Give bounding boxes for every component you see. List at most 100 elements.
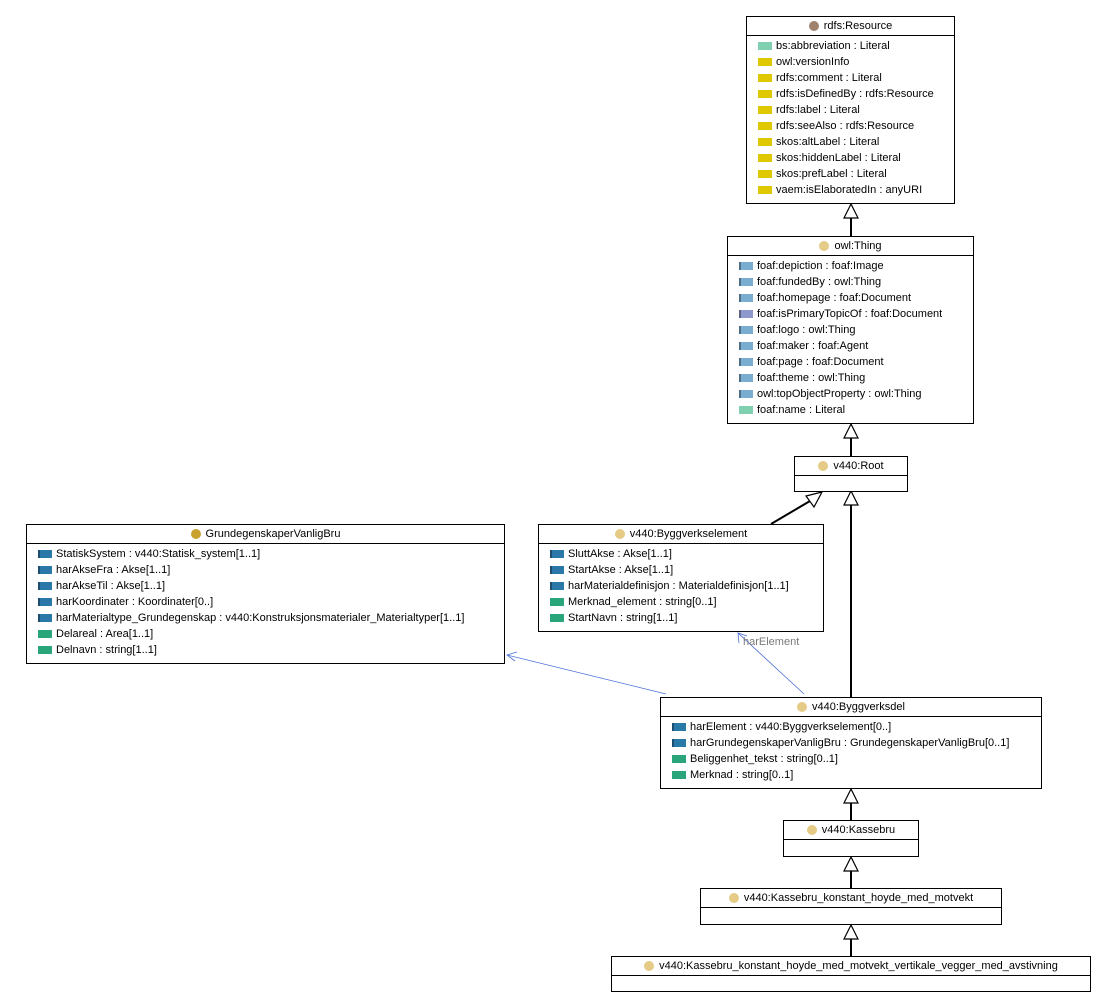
- generalization-arrowhead: [843, 923, 859, 940]
- attribute-text: bs:abbreviation : Literal: [776, 40, 890, 52]
- class-grundegenskaper-vanlig-bru[interactable]: GrundegenskaperVanligBru StatiskSystem :…: [26, 524, 505, 664]
- class-rdfs-resource[interactable]: rdfs:Resource bs:abbreviation : Literal …: [746, 16, 955, 204]
- attribute-row[interactable]: foaf:theme : owl:Thing: [739, 370, 973, 386]
- attribute-row[interactable]: harGrundegenskaperVanligBru : Grundegens…: [672, 735, 1041, 751]
- object-property-icon: [739, 342, 753, 350]
- annotation-property-icon: [758, 186, 772, 194]
- generalization-arrowhead: [843, 422, 859, 439]
- attribute-text: Delareal : Area[1..1]: [56, 628, 154, 640]
- attribute-text: skos:altLabel : Literal: [776, 136, 880, 148]
- class-title: v440:Byggverkselement: [629, 528, 748, 540]
- attribute-text: foaf:homepage : foaf:Document: [757, 292, 912, 304]
- class-dot-icon: [818, 461, 829, 471]
- attribute-row[interactable]: SluttAkse : Akse[1..1]: [550, 546, 823, 562]
- annotation-property-icon: [758, 74, 772, 82]
- class-owl-thing[interactable]: owl:Thing foaf:depiction : foaf:Image fo…: [727, 236, 974, 424]
- attribute-row[interactable]: harAkseFra : Akse[1..1]: [38, 562, 504, 578]
- attribute-row[interactable]: rdfs:comment : Literal: [758, 70, 954, 86]
- attribute-row[interactable]: foaf:homepage : foaf:Document: [739, 290, 973, 306]
- datatype-property-icon: [672, 755, 686, 763]
- object-property-icon: [739, 262, 753, 270]
- attribute-text: harMaterialdefinisjon : Materialdefinisj…: [568, 580, 789, 592]
- class-title: GrundegenskaperVanligBru: [205, 528, 341, 540]
- generalization-arrowhead: [843, 489, 859, 506]
- attribute-row[interactable]: StartNavn : string[1..1]: [550, 610, 823, 626]
- attribute-row[interactable]: rdfs:seeAlso : rdfs:Resource: [758, 118, 954, 134]
- object-property-icon: [38, 614, 52, 622]
- attribute-row[interactable]: rdfs:label : Literal: [758, 102, 954, 118]
- attribute-text: StartNavn : string[1..1]: [568, 612, 678, 624]
- attribute-row[interactable]: foaf:fundedBy : owl:Thing: [739, 274, 973, 290]
- object-property-icon: [739, 310, 753, 318]
- attribute-text: Merknad : string[0..1]: [690, 769, 794, 781]
- class-title: v440:Kassebru: [821, 824, 896, 836]
- attribute-text: vaem:isElaboratedIn : anyURI: [776, 184, 923, 196]
- attribute-row[interactable]: vaem:isElaboratedIn : anyURI: [758, 182, 954, 198]
- object-property-icon: [739, 326, 753, 334]
- class-header: v440:Kassebru_konstant_hoyde_med_motvekt: [701, 889, 1001, 908]
- class-header: v440:Kassebru_konstant_hoyde_med_motvekt…: [612, 957, 1090, 976]
- attribute-text: rdfs:seeAlso : rdfs:Resource: [776, 120, 915, 132]
- annotation-property-icon: [758, 170, 772, 178]
- class-v440-kassebru[interactable]: v440:Kassebru: [783, 820, 919, 857]
- annotation-property-icon: [758, 138, 772, 146]
- attribute-text: foaf:isPrimaryTopicOf : foaf:Document: [757, 308, 943, 320]
- object-property-icon: [38, 598, 52, 606]
- class-header: v440:Byggverkselement: [539, 525, 823, 544]
- attribute-row[interactable]: foaf:depiction : foaf:Image: [739, 258, 973, 274]
- attribute-row[interactable]: foaf:name : Literal: [739, 402, 973, 418]
- class-v440-kassebru-konstant-hoyde-med-motvekt[interactable]: v440:Kassebru_konstant_hoyde_med_motvekt: [700, 888, 1002, 925]
- attribute-row[interactable]: Merknad_element : string[0..1]: [550, 594, 823, 610]
- attribute-row[interactable]: StartAkse : Akse[1..1]: [550, 562, 823, 578]
- attribute-text: Beliggenhet_tekst : string[0..1]: [690, 753, 838, 765]
- attribute-row[interactable]: Merknad : string[0..1]: [672, 767, 1041, 783]
- attribute-row[interactable]: harKoordinater : Koordinater[0..]: [38, 594, 504, 610]
- class-header: rdfs:Resource: [747, 17, 954, 36]
- generalization-arrowhead: [804, 491, 824, 509]
- class-v440-byggverkselement[interactable]: v440:Byggverkselement SluttAkse : Akse[1…: [538, 524, 824, 632]
- annotation-property-icon: [758, 90, 772, 98]
- class-dot-icon: [644, 961, 655, 971]
- attribute-text: harAkseFra : Akse[1..1]: [56, 564, 171, 576]
- datatype-property-icon: [739, 406, 753, 414]
- generalization-line: [770, 500, 811, 525]
- resource-dot-icon: [808, 21, 819, 31]
- attribute-row[interactable]: StatiskSystem : v440:Statisk_system[1..1…: [38, 546, 504, 562]
- attribute-row[interactable]: foaf:isPrimaryTopicOf : foaf:Document: [739, 306, 973, 322]
- generalization-arrowhead: [843, 787, 859, 804]
- class-v440-kassebru-vertikale-vegger-med-avstivning[interactable]: v440:Kassebru_konstant_hoyde_med_motvekt…: [611, 956, 1091, 992]
- attribute-row[interactable]: Beliggenhet_tekst : string[0..1]: [672, 751, 1041, 767]
- attribute-row[interactable]: harElement : v440:Byggverkselement[0..]: [672, 719, 1041, 735]
- object-property-icon: [739, 278, 753, 286]
- class-header: GrundegenskaperVanligBru: [27, 525, 504, 544]
- object-property-icon: [38, 582, 52, 590]
- attribute-row[interactable]: foaf:logo : owl:Thing: [739, 322, 973, 338]
- attribute-row[interactable]: harMaterialdefinisjon : Materialdefinisj…: [550, 578, 823, 594]
- attribute-row[interactable]: foaf:page : foaf:Document: [739, 354, 973, 370]
- attribute-row[interactable]: foaf:maker : foaf:Agent: [739, 338, 973, 354]
- class-v440-byggverksdel[interactable]: v440:Byggverksdel harElement : v440:Bygg…: [660, 697, 1042, 789]
- attribute-text: foaf:page : foaf:Document: [757, 356, 884, 368]
- attribute-row[interactable]: harAkseTil : Akse[1..1]: [38, 578, 504, 594]
- attribute-text: SluttAkse : Akse[1..1]: [568, 548, 672, 560]
- attribute-row[interactable]: owl:topObjectProperty : owl:Thing: [739, 386, 973, 402]
- class-dot-icon: [728, 893, 739, 903]
- attribute-row[interactable]: skos:hiddenLabel : Literal: [758, 150, 954, 166]
- object-property-icon: [38, 550, 52, 558]
- annotation-property-icon: [758, 58, 772, 66]
- class-v440-root[interactable]: v440:Root: [794, 456, 908, 492]
- attribute-row[interactable]: harMaterialtype_Grundegenskap : v440:Kon…: [38, 610, 504, 626]
- attribute-row[interactable]: skos:altLabel : Literal: [758, 134, 954, 150]
- generalization-arrowhead: [843, 855, 859, 872]
- attribute-row[interactable]: owl:versionInfo: [758, 54, 954, 70]
- attribute-row[interactable]: rdfs:isDefinedBy : rdfs:Resource: [758, 86, 954, 102]
- attribute-row[interactable]: Delareal : Area[1..1]: [38, 626, 504, 642]
- attribute-row[interactable]: bs:abbreviation : Literal: [758, 38, 954, 54]
- attribute-row[interactable]: skos:prefLabel : Literal: [758, 166, 954, 182]
- attribute-row[interactable]: Delnavn : string[1..1]: [38, 642, 504, 658]
- attribute-text: StatiskSystem : v440:Statisk_system[1..1…: [56, 548, 261, 560]
- annotation-property-icon: [758, 42, 772, 50]
- attribute-text: rdfs:label : Literal: [776, 104, 860, 116]
- object-property-icon: [672, 723, 686, 731]
- datatype-property-icon: [550, 614, 564, 622]
